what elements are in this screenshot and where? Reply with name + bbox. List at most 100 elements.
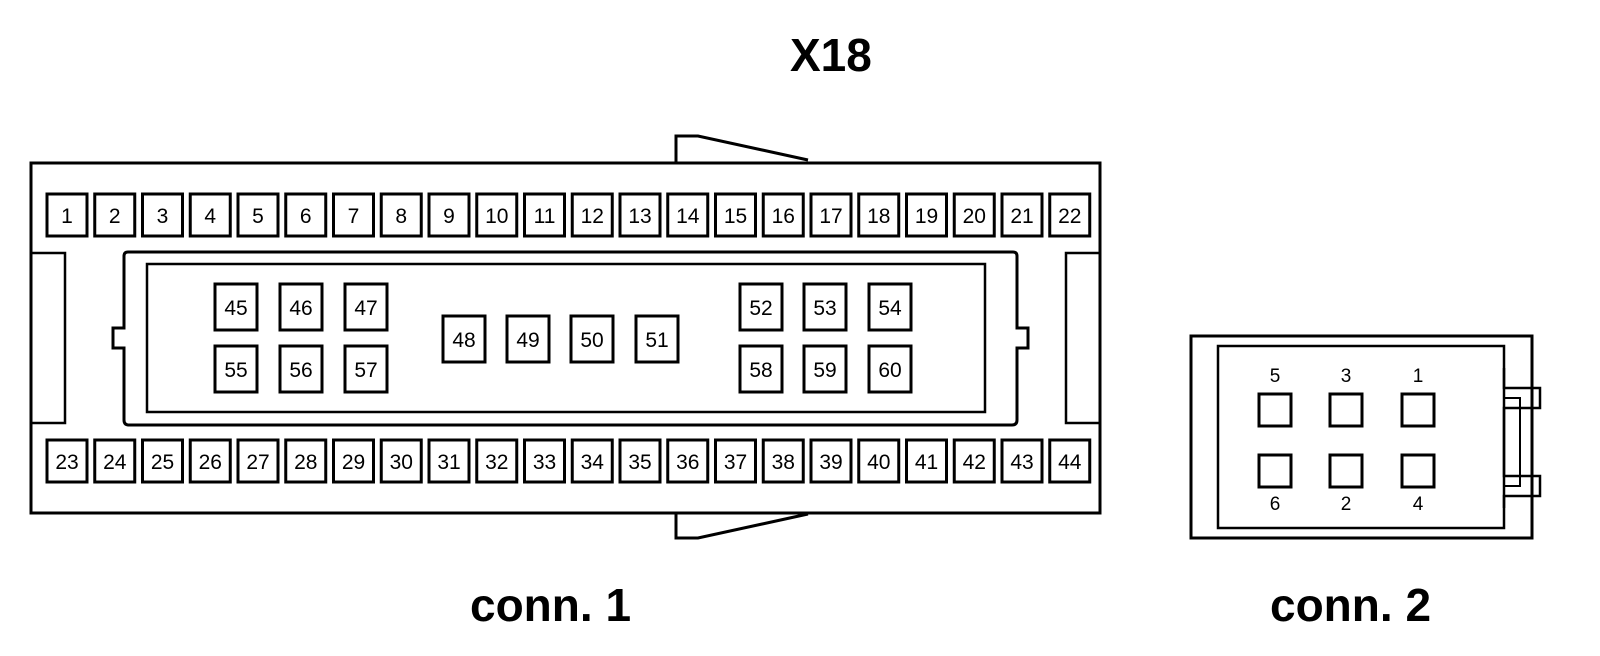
pin-box <box>1400 453 1436 489</box>
pin-33: 33 <box>523 438 566 484</box>
pin-label: 1 <box>1413 366 1424 387</box>
pin-box <box>427 438 471 484</box>
pin-54: 54 <box>867 282 913 332</box>
pin-box <box>714 192 757 238</box>
pin-box <box>761 438 805 484</box>
pin-label: 22 <box>1058 205 1081 228</box>
pin-label: 14 <box>676 205 700 228</box>
pin-label: 43 <box>1010 451 1033 474</box>
pin-40: 40 <box>857 438 901 484</box>
pin-box <box>867 282 913 332</box>
pin-label: 32 <box>485 451 508 474</box>
pin-label: 42 <box>963 451 986 474</box>
pin-box <box>857 438 901 484</box>
pin-11: 11 <box>523 192 566 238</box>
pin-box <box>284 438 328 484</box>
pin-label: 26 <box>199 451 222 474</box>
pin-box <box>278 282 324 332</box>
pin-23: 23 <box>45 438 89 484</box>
pin-label: 59 <box>813 359 836 382</box>
pin-label: 9 <box>443 205 455 228</box>
pin-label: 20 <box>963 205 986 228</box>
pin-8: 8 <box>379 192 423 238</box>
pin-box <box>1000 192 1044 238</box>
pin-label: 33 <box>533 451 556 474</box>
pin-6: 6 <box>284 192 328 238</box>
pin-39: 39 <box>809 438 853 484</box>
pin-50: 50 <box>569 314 615 364</box>
pin-box <box>523 438 566 484</box>
pin-label: 5 <box>252 205 264 228</box>
pin-box <box>213 282 259 332</box>
pin-box <box>666 192 710 238</box>
pin-label: 38 <box>772 451 795 474</box>
pin-box <box>332 438 375 484</box>
pin-label: 23 <box>55 451 78 474</box>
pin-35: 35 <box>618 438 662 484</box>
pin-box <box>188 192 232 238</box>
pin-label: 51 <box>645 329 668 352</box>
connector-1-caption: conn. 1 <box>470 579 632 631</box>
pin-box <box>1257 453 1293 489</box>
pin-13: 13 <box>618 192 662 238</box>
pin-label: 36 <box>676 451 699 474</box>
pin-1: 1 <box>45 192 89 238</box>
pin-38: 38 <box>761 438 805 484</box>
pin-55: 55 <box>213 344 259 394</box>
pin-25: 25 <box>141 438 184 484</box>
pin-3: 3 <box>1328 366 1364 428</box>
pin-box <box>332 192 375 238</box>
connector-1-top-latch <box>674 134 809 162</box>
pin-label: 11 <box>534 205 556 228</box>
pin-box <box>867 344 913 394</box>
pin-51: 51 <box>634 314 680 364</box>
pin-45: 45 <box>213 282 259 332</box>
pin-label: 4 <box>204 205 216 228</box>
pin-box <box>427 192 471 238</box>
pin-label: 1 <box>61 205 73 228</box>
pin-box <box>905 438 948 484</box>
pin-box <box>141 192 184 238</box>
pin-label: 3 <box>1341 366 1352 387</box>
pin-60: 60 <box>867 344 913 394</box>
pin-label: 57 <box>354 359 377 382</box>
pin-14: 14 <box>666 192 710 238</box>
pin-42: 42 <box>952 438 996 484</box>
pin-box <box>1328 453 1364 489</box>
pin-box <box>236 192 280 238</box>
pin-label: 21 <box>1010 205 1033 228</box>
pin-21: 21 <box>1000 192 1044 238</box>
pin-label: 25 <box>151 451 174 474</box>
pin-box <box>802 282 848 332</box>
pin-59: 59 <box>802 344 848 394</box>
pin-34: 34 <box>570 438 614 484</box>
pin-box <box>666 438 710 484</box>
pin-box <box>809 438 853 484</box>
pin-box <box>93 438 137 484</box>
pin-label: 28 <box>294 451 317 474</box>
pin-2: 2 <box>93 192 137 238</box>
pin-32: 32 <box>475 438 519 484</box>
pin-label: 4 <box>1413 494 1424 515</box>
pin-label: 46 <box>289 297 312 320</box>
pin-label: 3 <box>157 205 169 228</box>
pin-box <box>857 192 901 238</box>
pin-label: 52 <box>749 297 772 320</box>
pin-28: 28 <box>284 438 328 484</box>
pin-22: 22 <box>1048 192 1092 238</box>
connector-2-latch-inner <box>1504 397 1521 487</box>
pin-box <box>475 192 519 238</box>
pin-box <box>343 282 389 332</box>
pin-box <box>618 192 662 238</box>
connector-1-bottom-latch <box>674 512 809 540</box>
pin-20: 20 <box>952 192 996 238</box>
pin-24: 24 <box>93 438 137 484</box>
connector-2-housing <box>1189 334 1534 540</box>
pin-6: 6 <box>1257 453 1293 515</box>
pin-label: 5 <box>1270 366 1281 387</box>
pin-box <box>284 192 328 238</box>
pin-box <box>738 282 784 332</box>
pin-box <box>570 192 614 238</box>
pin-box <box>738 344 784 394</box>
pin-box <box>905 192 948 238</box>
